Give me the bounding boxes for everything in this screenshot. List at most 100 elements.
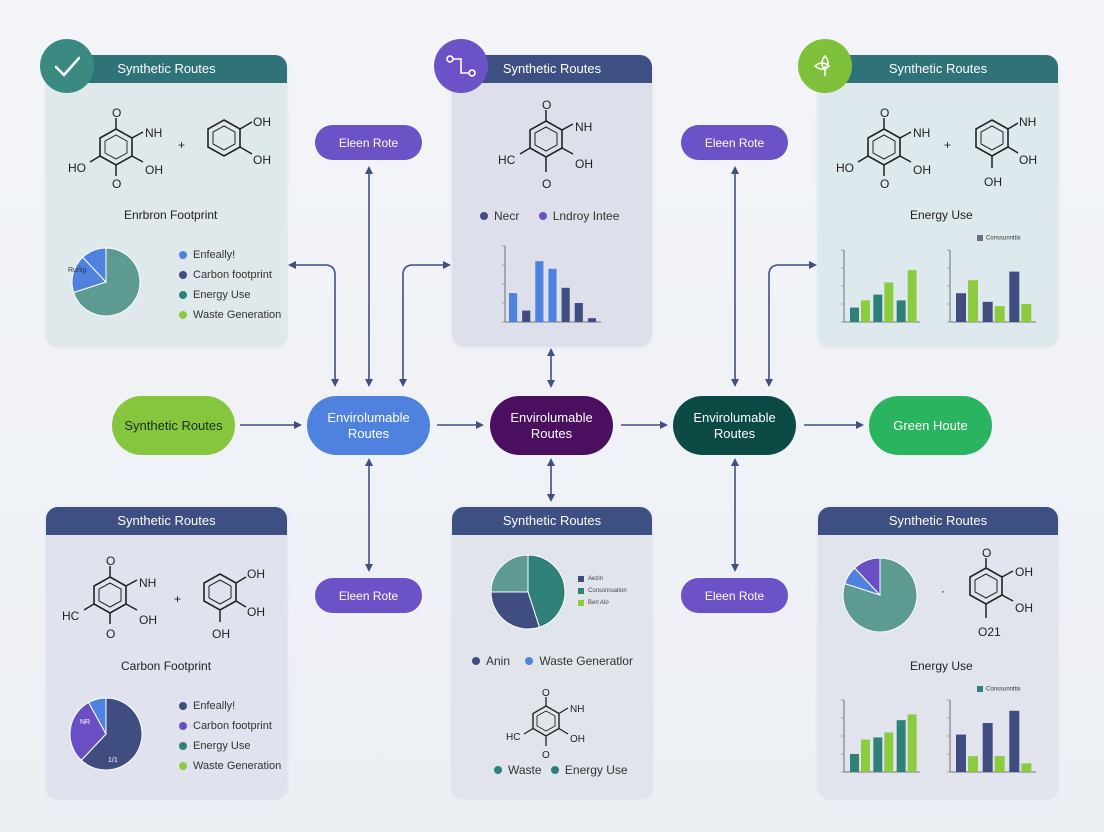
svg-text:O21: O21	[978, 625, 1001, 639]
legend-item: Waste Generation	[179, 305, 281, 325]
bar	[896, 720, 906, 772]
route-label-top-left[interactable]: Eleen Rote	[315, 125, 422, 160]
molecule-b: OH OH	[207, 115, 271, 167]
bar	[956, 293, 966, 322]
pie-slice	[853, 557, 881, 597]
legend-text: Enfeally!	[193, 249, 236, 261]
bar	[968, 280, 978, 322]
panel-title: Synthetic Routes	[46, 507, 287, 535]
svg-text:OH: OH	[1019, 153, 1037, 167]
legend-item: Berl Alo	[578, 597, 627, 609]
legend-text: Waste Generation	[193, 309, 282, 321]
chart-legend: Conssunnttix	[977, 686, 1021, 693]
flow-end-node[interactable]: Green Houte	[869, 396, 992, 455]
flow-start-node[interactable]: Synthetic Routes	[112, 396, 235, 455]
legend-item: Lndroy Intee	[538, 206, 620, 226]
svg-text:NH: NH	[145, 126, 162, 140]
svg-text:NH: NH	[1019, 115, 1036, 129]
legend-text: Necr	[494, 209, 520, 223]
route-label-top-right[interactable]: Eleen Rote	[681, 125, 788, 160]
chart-legend: Conssunnttix	[977, 235, 1021, 242]
legend-text: Conssunnttix	[986, 686, 1021, 693]
legend-text: Lndroy Intee	[552, 209, 620, 223]
legend-item: Carbon footprint	[179, 716, 281, 736]
bar-chart-top-center	[502, 245, 601, 323]
bar-chart-top-right-a	[841, 249, 920, 323]
bar-chart-top-right-b	[947, 249, 1036, 323]
pie-slice	[490, 591, 541, 630]
bar	[1009, 271, 1020, 322]
legend-swatch	[472, 657, 480, 665]
bar	[884, 282, 894, 322]
legend-swatch	[179, 251, 187, 259]
legend-text: Waste Generatlor	[539, 654, 633, 668]
bar	[982, 723, 993, 772]
pie-chart-bottom-right	[842, 557, 918, 633]
legend-swatch	[179, 311, 187, 319]
legend-item: Anin	[472, 651, 510, 671]
svg-text:O: O	[542, 98, 551, 112]
legend-text: Berl Alo	[588, 600, 609, 606]
legend-swatch	[494, 766, 502, 774]
legend-swatch	[179, 702, 187, 710]
legend-item: Carbon footprint	[179, 265, 281, 285]
legend-swatch	[525, 657, 534, 665]
panel-bottom-center: Synthetic Routes	[452, 507, 652, 798]
flow-node-1[interactable]: Envirolumable Routes	[307, 396, 430, 455]
flow-node-2[interactable]: Envirolumable Routes	[490, 396, 613, 455]
molecule-b: OH OH OH	[203, 567, 265, 641]
bar	[907, 270, 917, 322]
molecule-top-center: O NH HC OH O	[498, 98, 593, 191]
panel-caption: Energy Use	[910, 208, 973, 222]
svg-text:NH: NH	[139, 576, 156, 590]
legend-item: Waste	[494, 760, 542, 780]
separator-dot: ·	[941, 584, 945, 598]
pie-slice	[490, 554, 529, 593]
legend-item: Energy Use	[550, 760, 628, 780]
pie-slice	[80, 697, 143, 771]
svg-text:OH: OH	[984, 175, 1002, 189]
svg-text:OH: OH	[145, 163, 163, 177]
svg-text:O: O	[112, 177, 121, 190]
legend-text: Waste Generation	[193, 760, 282, 772]
svg-text:HC: HC	[62, 609, 80, 623]
bar	[1021, 304, 1032, 322]
svg-text:O: O	[982, 546, 991, 560]
bar-chart-bottom-right-a	[841, 699, 920, 773]
svg-text:OH: OH	[575, 157, 593, 171]
pie-slice	[82, 247, 107, 284]
flow-node-3[interactable]: Envirolumable Routes	[673, 396, 796, 455]
svg-text:O: O	[542, 177, 551, 191]
legend-text: Conssnruation	[588, 588, 627, 594]
route-icon	[434, 39, 488, 93]
legend-item: Enfeally!	[179, 696, 281, 716]
legend-text: Waste	[508, 763, 542, 777]
bar	[982, 301, 993, 322]
svg-text:NH: NH	[570, 704, 584, 715]
legend-bottom-left: Enfeally! Carbon footprint Energy Use Wa…	[179, 696, 281, 776]
legend-text: Aezin	[588, 576, 604, 582]
legend-swatch	[977, 686, 983, 692]
legend-swatch	[550, 766, 559, 774]
route-label-bottom-right[interactable]: Eleen Rote	[681, 578, 788, 613]
molecule-b: NH OH OH	[975, 115, 1037, 189]
bar	[850, 307, 859, 322]
pie-chart-bottom-left	[69, 697, 143, 771]
molecule-bottom-right: O OH OH O21	[969, 546, 1033, 639]
svg-text:OH: OH	[253, 115, 271, 129]
bar-chart-bottom-right-b	[947, 699, 1036, 773]
route-label-bottom-left[interactable]: Eleen Rote	[315, 578, 422, 613]
arrow-tr-node3	[765, 261, 817, 387]
legend-top-left: Enfeally! Carbon footprint Energy Use Wa…	[179, 245, 281, 325]
legend-swatch	[179, 722, 187, 730]
svg-text:O: O	[106, 554, 115, 568]
legend-swatch	[538, 212, 547, 220]
bar	[587, 318, 597, 322]
svg-text:HC: HC	[506, 732, 520, 743]
molecule-a: O NH HO OH O	[836, 106, 931, 190]
svg-text:OH: OH	[913, 163, 931, 177]
svg-text:OH: OH	[247, 567, 265, 581]
svg-text:HO: HO	[68, 161, 86, 175]
plus-sign: +	[178, 138, 186, 152]
